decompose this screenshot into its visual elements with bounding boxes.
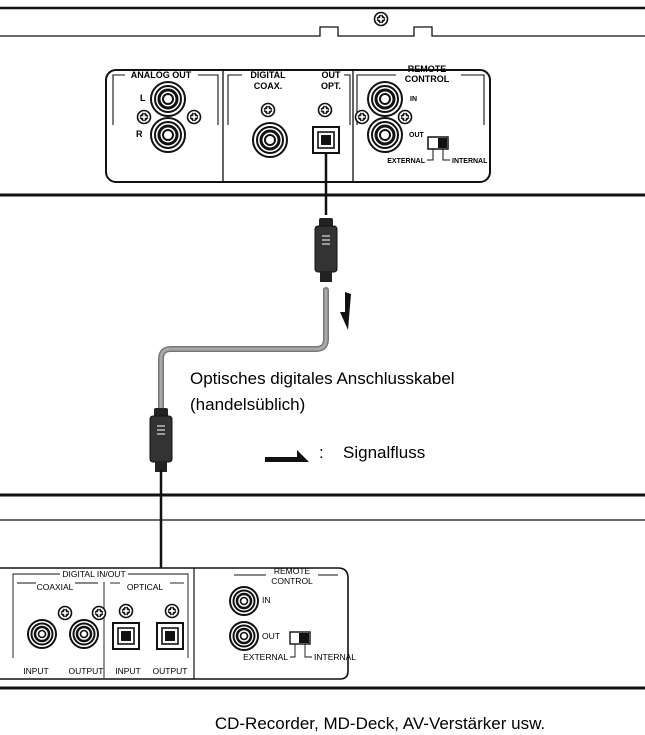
optical-output-label: OUTPUT [153,666,188,676]
coax-input-jack[interactable] [26,618,58,650]
opt-label: OPT. [321,81,341,91]
screw-icon [57,605,73,621]
optical-label: OPTICAL [127,582,164,592]
signal-flow-arrow-icon [340,292,351,330]
digital-opt-out-jack[interactable] [312,126,340,154]
digital-coax-out-jack[interactable] [251,121,289,159]
cable-description-line2: (handelsüblich) [190,395,305,414]
target-remote-line1: REMOTE [274,566,311,576]
remote-out-label: OUT [409,132,425,139]
analog-out-label: ANALOG OUT [131,70,192,80]
cable-plug-bottom [149,407,173,473]
source-device: ANALOG OUT L R DIGITAL OUT COAX. OPT. RE… [0,6,645,197]
target-remote-out-jack[interactable] [228,620,260,652]
signal-legend-sep: : [319,443,324,462]
coax-input-label: INPUT [23,666,49,676]
target-remote-line2: CONTROL [271,576,313,586]
coax-output-jack[interactable] [68,618,100,650]
coaxial-label: COAXIAL [37,582,74,592]
remote-label-line1: REMOTE [408,64,447,74]
analog-r-label: R [136,129,143,139]
remote-label-line2: CONTROL [405,74,450,84]
signal-legend-arrow-icon [265,450,309,462]
analog-out-r-jack[interactable] [149,116,187,154]
target-internal-label: INTERNAL [314,652,356,662]
digital-in-out-label: DIGITAL IN/OUT [62,569,125,579]
cable-description-line1: Optisches digitales Anschlusskabel [190,369,455,388]
analog-l-label: L [140,93,146,103]
screw-icon [118,603,134,619]
remote-in-label: IN [410,96,417,103]
target-remote-in-jack[interactable] [228,585,260,617]
target-device: DIGITAL IN/OUT COAXIAL OPTICAL INPUT OUT… [0,493,645,690]
internal-label: INTERNAL [452,158,488,165]
target-external-label: EXTERNAL [243,652,288,662]
target-remote-out-label: OUT [262,631,280,641]
target-device-caption: CD-Recorder, MD-Deck, AV-Verstärker usw. [215,714,545,733]
optical-input-jack[interactable] [112,622,140,650]
signal-legend-label: Signalfluss [343,443,425,462]
coax-output-label: OUTPUT [69,666,104,676]
screw-icon [260,102,276,118]
cable-plug-top [314,217,338,283]
screw-icon [397,109,413,125]
analog-out-l-jack[interactable] [149,80,187,118]
digital-label: DIGITAL [250,70,286,80]
optical-output-jack[interactable] [156,622,184,650]
external-label: EXTERNAL [387,158,425,165]
remote-out-jack[interactable] [366,116,404,154]
coax-label: COAX. [254,81,283,91]
screw-icon [164,603,180,619]
screw-icon [354,109,370,125]
remote-in-jack[interactable] [366,80,404,118]
screw-icon [136,109,152,125]
top-screw-icon [373,11,389,27]
screw-icon [186,109,202,125]
out-label: OUT [322,70,342,80]
screw-icon [317,102,333,118]
optical-input-label: INPUT [115,666,141,676]
screw-icon [91,605,107,621]
target-remote-in-label: IN [262,595,271,605]
